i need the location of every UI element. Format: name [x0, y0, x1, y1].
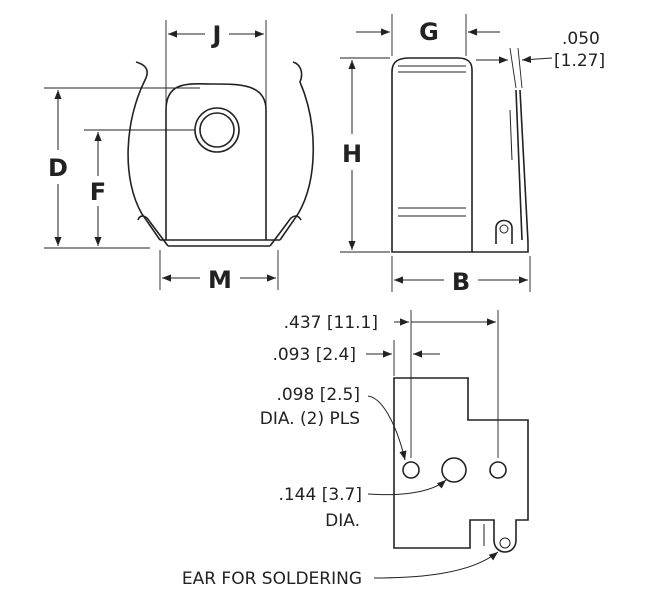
ear-note: EAR FOR SOLDERING — [182, 569, 362, 589]
center-hole-size: .144 [3.7] — [278, 485, 362, 505]
small-hole-right — [489, 461, 507, 479]
ear-hole — [499, 537, 511, 549]
spacing-label: .437 [11.1] — [284, 313, 378, 333]
side-view: G .050 [1.27] H B — [340, 14, 605, 296]
right-spring-arm-inner — [269, 215, 302, 247]
dim-m-label: M — [208, 266, 232, 294]
spring-leaf — [472, 89, 529, 253]
left-spring-arm — [127, 61, 161, 241]
base-strip — [160, 239, 280, 247]
small-hole-note: DIA. (2) PLS — [260, 409, 360, 429]
dim-b-label: B — [452, 268, 470, 296]
center-hole-note: DIA. — [325, 511, 360, 531]
dim-f-label: F — [90, 178, 106, 206]
tab-hole-outer — [194, 107, 240, 153]
small-hole-left — [402, 461, 420, 479]
offset-label: .093 [2.4] — [272, 345, 356, 365]
side-body — [391, 57, 473, 253]
thickness-mm-label: [1.27] — [554, 51, 605, 71]
dim-j-label: J — [211, 21, 222, 49]
dim-g-label: G — [419, 18, 439, 46]
dim-d-label: D — [48, 154, 68, 182]
side-ear — [495, 219, 513, 244]
front-view: J D F M — [44, 20, 315, 294]
tab-hole-inner — [199, 112, 235, 148]
center-hole — [441, 457, 467, 483]
small-hole-size: .098 [2.5] — [276, 385, 360, 405]
tab-body — [165, 83, 267, 240]
spring-leaf-inner — [515, 89, 523, 241]
dim-h-label: H — [342, 140, 362, 168]
side-ear-hole — [499, 224, 509, 234]
right-spring-arm — [279, 61, 315, 241]
flat-outline — [393, 377, 529, 553]
thickness-in-label: .050 — [562, 29, 600, 49]
bottom-view: .437 [11.1] .093 [2.4] .098 [2.5] DIA. (… — [182, 310, 529, 589]
left-spring-arm-inner — [137, 215, 169, 247]
